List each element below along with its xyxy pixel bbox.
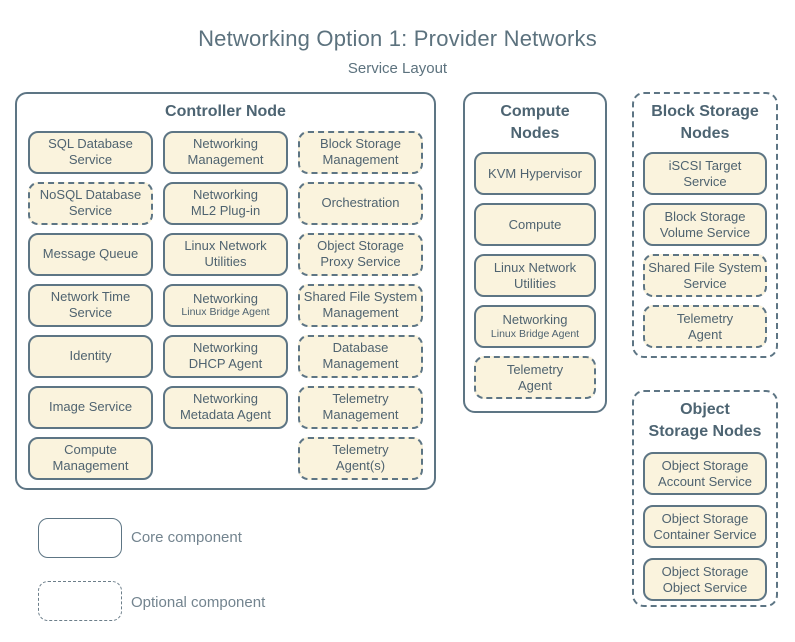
service-box: Telemetry Agent(s) [298, 436, 423, 480]
service-box: Message Queue [28, 232, 153, 276]
service-label: NoSQL Database Service [39, 187, 142, 219]
service-label: Identity [69, 348, 112, 364]
optional-component-swatch [38, 581, 122, 621]
diagram-title: Networking Option 1: Provider Networks [198, 26, 597, 51]
service-label: Shared File System Management [303, 289, 418, 321]
service-label: Compute [508, 216, 562, 232]
block-storage-nodes-title: Block Storage Nodes [651, 103, 759, 142]
service-box: Networking Metadata Agent [163, 385, 288, 429]
object-storage-nodes-group: Object Storage Nodes Object Storage Acco… [632, 390, 778, 607]
service-label: KVM Hypervisor [488, 165, 582, 181]
service-label: Linux Network Utilities [184, 238, 267, 270]
service-box: Block Storage Management [298, 130, 423, 174]
service-box: NoSQL Database Service [28, 181, 153, 225]
service-label: Shared File System Service [648, 259, 762, 291]
service-label: Telemetry Agent [506, 361, 564, 393]
service-label: Orchestration [321, 195, 400, 211]
service-box: Linux Network Utilities [163, 232, 288, 276]
service-box: Shared File System Management [298, 283, 423, 327]
optional-component-label: Optional component [131, 594, 266, 611]
service-label: Message Queue [42, 246, 139, 262]
service-box: Networking Management [163, 130, 288, 174]
service-label: Database Management [322, 340, 399, 372]
controller-service-grid: SQL Database Service Networking Managemen… [17, 123, 434, 488]
service-label: iSCSI Target Service [668, 157, 742, 189]
service-sublabel: Linux Bridge Agent [490, 328, 580, 341]
service-box: Database Management [298, 334, 423, 378]
service-label: Object Storage Account Service [658, 457, 752, 489]
service-label: Telemetry Agent [676, 310, 734, 342]
service-box: Identity [28, 334, 153, 378]
service-box: SQL Database Service [28, 130, 153, 174]
service-box: Compute Management [28, 436, 153, 480]
service-label: Telemetry Management [322, 391, 399, 423]
service-label: Networking ML2 Plug-in [190, 187, 261, 219]
object-storage-nodes-title: Object Storage Nodes [648, 401, 762, 440]
service-label: Block Storage Management [320, 136, 401, 168]
service-sublabel: Linux Bridge Agent [181, 306, 270, 319]
service-label: Object Storage Proxy Service [317, 238, 404, 270]
service-label: Telemetry Agent(s) [332, 442, 389, 474]
service-label: Block Storage Volume Service [659, 208, 751, 240]
service-box: Image Service [28, 385, 153, 429]
service-box: Block Storage Volume Service [643, 203, 767, 247]
block-storage-nodes-group: Block Storage Nodes iSCSI Target Service… [632, 92, 778, 358]
controller-node-title: Controller Node [165, 103, 286, 120]
service-box: Object Storage Account Service [643, 452, 767, 496]
service-box: KVM Hypervisor [474, 152, 596, 196]
service-box: Orchestration [298, 181, 423, 225]
service-label: Object Storage Object Service [661, 563, 749, 595]
service-box: Object Storage Proxy Service [298, 232, 423, 276]
service-box: Shared File System Service [643, 254, 767, 298]
service-label: Networking DHCP Agent [188, 340, 263, 372]
core-component-label: Core component [131, 529, 242, 546]
service-box: Network Time Service [28, 283, 153, 327]
service-label: Linux Network Utilities [493, 259, 577, 291]
compute-nodes-title: Compute Nodes [500, 103, 570, 142]
service-box: Telemetry Agent [643, 305, 767, 349]
service-label: Networking Management [187, 136, 264, 168]
diagram-subtitle: Service Layout [347, 60, 448, 77]
service-box: Compute [474, 203, 596, 247]
service-label: Network Time Service [50, 289, 131, 321]
service-label: Object Storage Container Service [653, 510, 757, 542]
core-component-swatch [38, 518, 122, 558]
service-label: Image Service [48, 399, 133, 415]
service-label: SQL Database Service [48, 136, 133, 168]
service-box: Networking DHCP Agent [163, 334, 288, 378]
service-box: Object Storage Object Service [643, 558, 767, 602]
service-box: Linux Network Utilities [474, 254, 596, 298]
service-box: Telemetry Agent [474, 356, 596, 400]
service-box: Object Storage Container Service [643, 505, 767, 549]
service-label: Networking Metadata Agent [179, 391, 272, 423]
service-label: Networking [502, 312, 568, 328]
service-label: Compute Management [52, 442, 129, 474]
service-box: Networking ML2 Plug-in [163, 181, 288, 225]
service-box: Telemetry Management [298, 385, 423, 429]
service-box: iSCSI Target Service [643, 152, 767, 196]
service-label: Networking [192, 290, 259, 306]
